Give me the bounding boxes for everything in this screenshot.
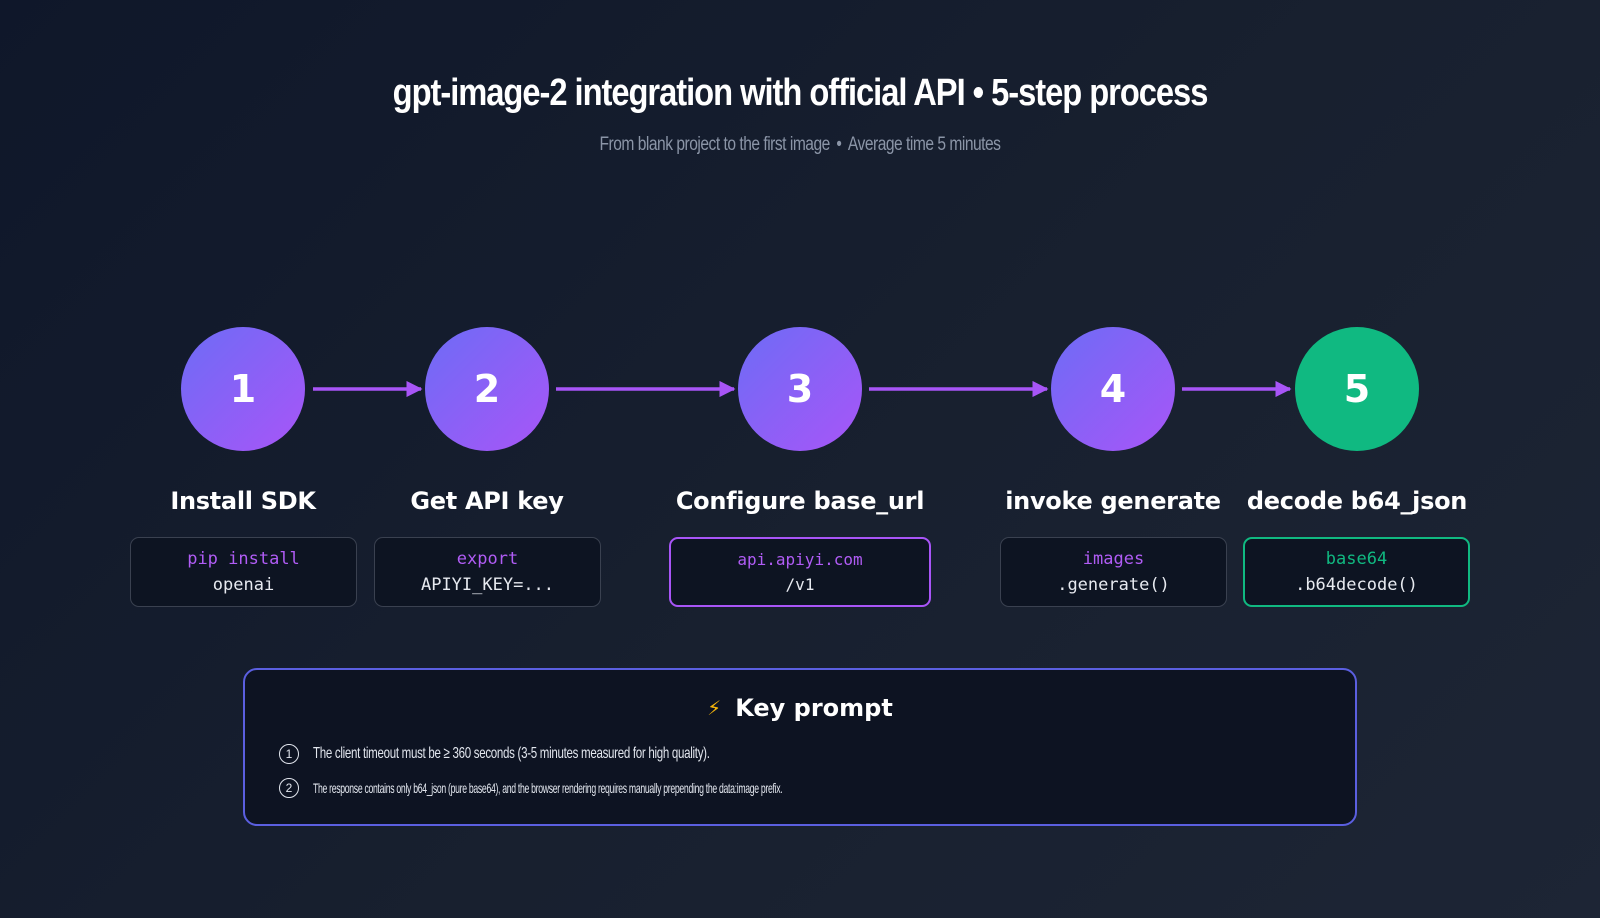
step-2-circle: 2 <box>425 327 549 451</box>
step-1-code-line1: pip install <box>187 549 300 569</box>
step-3-code-line1: api.apiyi.com <box>737 550 863 569</box>
key-prompt-box: ⚡ Key prompt 1 The client timeout must be… <box>243 668 1357 826</box>
prompt-item-1: 1 The client timeout must be ≥ 360 secon… <box>279 744 864 764</box>
step-1-code-box: pip install openai <box>130 537 357 607</box>
step-5-number: 5 <box>1343 367 1371 411</box>
step-2-code-box: export APIYI_KEY=... <box>374 537 601 607</box>
step-1-circle: 1 <box>181 327 305 451</box>
page-subtitle: From blank project to the first image•Av… <box>144 134 1456 156</box>
step-3-code-line2: /v1 <box>785 575 815 594</box>
step-4-circle: 4 <box>1051 327 1175 451</box>
prompt-item-2: 2 The response contains only b64_json (p… <box>279 778 1070 798</box>
step-1-number: 1 <box>229 367 257 411</box>
step-3-circle: 3 <box>738 327 862 451</box>
step-5-label: decode b64_json <box>1246 487 1468 515</box>
step-4-code-box: images .generate() <box>1000 537 1227 607</box>
subtitle-separator: • <box>836 134 842 155</box>
step-2-label: Get API key <box>410 487 564 515</box>
step-4-code-line1: images <box>1082 549 1145 569</box>
page-title: gpt-image-2 integration with official AP… <box>392 72 1209 114</box>
step-2-number: 2 <box>473 367 501 411</box>
prompt-item-2-text: The response contains only b64_json (pur… <box>313 780 783 796</box>
step-4-code-line2: .generate() <box>1057 575 1170 595</box>
step-5-code-box: base64 .b64decode() <box>1243 537 1470 607</box>
step-3-number: 3 <box>786 367 814 411</box>
key-prompt-title: ⚡ Key prompt <box>245 694 1355 722</box>
step-5-circle: 5 <box>1295 327 1419 451</box>
subtitle-part2: Average time 5 minutes <box>847 134 1001 155</box>
key-prompt-title-text: Key prompt <box>735 694 893 722</box>
step-2-code-line2: APIYI_KEY=... <box>420 575 555 595</box>
prompt-item-1-text: The client timeout must be ≥ 360 seconds… <box>313 745 710 762</box>
subtitle-part1: From blank project to the first image <box>599 134 831 155</box>
lightning-bolt-icon: ⚡ <box>707 696 722 720</box>
prompt-item-2-number: 2 <box>279 778 299 798</box>
step-1-label: Install SDK <box>170 487 316 515</box>
prompt-item-1-number: 1 <box>279 744 299 764</box>
step-4-number: 4 <box>1099 367 1127 411</box>
step-3-code-box: api.apiyi.com /v1 <box>669 537 931 607</box>
step-1-code-line2: openai <box>212 575 275 595</box>
step-3-label: Configure base_url <box>675 487 925 515</box>
step-2-code-line1: export <box>456 549 519 569</box>
step-4-label: invoke generate <box>1005 487 1221 515</box>
step-5-code-line1: base64 <box>1325 549 1388 569</box>
step-5-code-line2: .b64decode() <box>1295 575 1418 595</box>
